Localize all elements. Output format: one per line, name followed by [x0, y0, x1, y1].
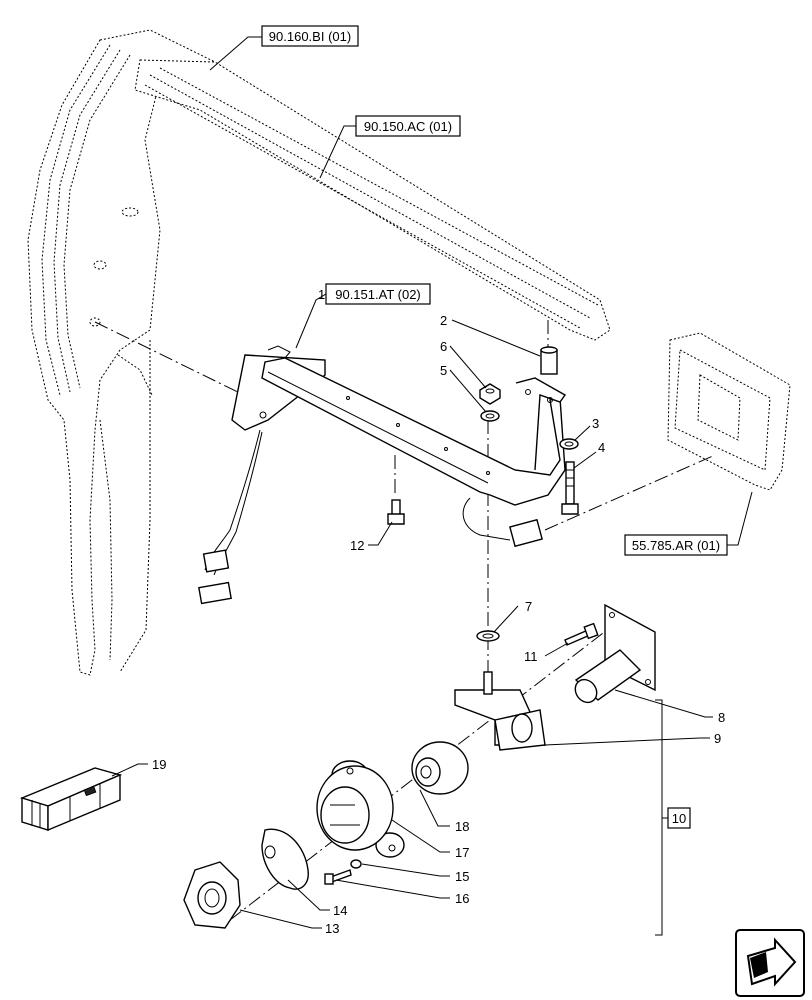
callout-14: 14 — [333, 903, 347, 918]
callout-11: 11 — [524, 649, 538, 664]
ref-group-10-label[interactable]: 10 — [672, 811, 686, 826]
knob-18 — [411, 741, 469, 795]
mounting-bracket — [198, 345, 567, 605]
callout-9: 9 — [714, 731, 721, 746]
washer-5 — [480, 410, 500, 422]
screw-16 — [324, 869, 352, 885]
nut-6 — [479, 383, 501, 405]
knob-13 — [183, 861, 241, 929]
callout-4: 4 — [598, 440, 605, 455]
callout-7: 7 — [525, 599, 532, 614]
ref-90-150-label[interactable]: 90.150.AC (01) — [364, 119, 452, 134]
bracket-9 — [454, 671, 547, 751]
next-page-arrow-icon[interactable] — [735, 929, 805, 997]
ref-90-150[interactable]: 90.150.AC (01) — [355, 115, 461, 137]
ref-55-785-label[interactable]: 55.785.AR (01) — [632, 538, 720, 553]
screw-12 — [387, 499, 405, 525]
display-monitor-ghost — [667, 332, 791, 491]
ref-90-151-label[interactable]: 90.151.AT (02) — [335, 287, 421, 302]
callout-1: 1 — [318, 287, 325, 302]
callout-6: 6 — [440, 339, 447, 354]
ref-group-10[interactable]: 10 — [667, 807, 691, 829]
washer-3 — [559, 438, 579, 450]
screw-11 — [564, 622, 599, 646]
callout-13: 13 — [325, 921, 339, 936]
cover-14 — [261, 828, 309, 890]
callout-5: 5 — [440, 363, 447, 378]
leader-lines — [111, 36, 753, 929]
washer-15 — [350, 859, 362, 869]
ref-90-151[interactable]: 90.151.AT (02) — [325, 283, 431, 305]
callout-8: 8 — [718, 710, 725, 725]
mount-17 — [316, 760, 405, 858]
callout-12: 12 — [350, 538, 364, 553]
ref-90-160[interactable]: 90.160.BI (01) — [261, 25, 359, 47]
callout-2: 2 — [440, 313, 447, 328]
callout-16: 16 — [455, 891, 469, 906]
group-10-bracket — [655, 699, 668, 936]
callout-19: 19 — [152, 757, 166, 772]
spacer-2 — [540, 346, 558, 375]
ref-90-160-label[interactable]: 90.160.BI (01) — [269, 29, 351, 44]
ref-55-785[interactable]: 55.785.AR (01) — [624, 534, 728, 556]
callout-15: 15 — [455, 869, 469, 884]
callout-3: 3 — [592, 416, 599, 431]
callout-numbers: 1 2 3 4 5 6 7 8 9 11 12 13 14 15 16 17 1… — [152, 287, 725, 936]
cab-frame-ghost — [27, 29, 611, 676]
washer-7 — [476, 630, 500, 642]
shaft-8 — [574, 649, 642, 704]
callout-17: 17 — [455, 845, 469, 860]
shipping-crate-19 — [19, 767, 123, 832]
bolt-4 — [561, 461, 579, 515]
callout-18: 18 — [455, 819, 469, 834]
